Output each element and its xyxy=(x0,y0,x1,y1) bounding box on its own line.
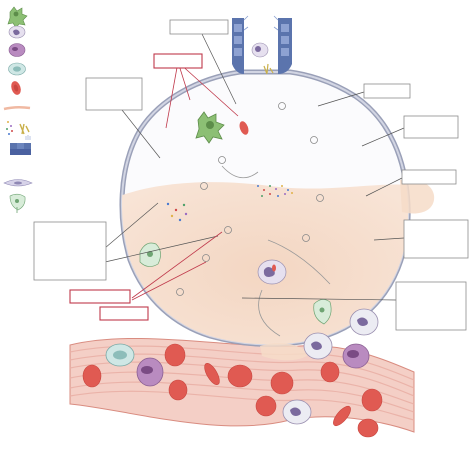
monocyte-icon xyxy=(8,62,26,76)
airway-epithelium xyxy=(232,15,292,74)
particle-cluster xyxy=(257,185,293,197)
label-box-bottom-red-1 xyxy=(69,289,131,304)
label-box-top-left-red xyxy=(153,53,203,69)
label-box-left-lower xyxy=(33,221,107,281)
vessel-neutrophil xyxy=(136,357,164,387)
alveolar-macrophage xyxy=(195,111,225,144)
fibrin-strand-icon xyxy=(3,105,31,111)
vessel-monocyte xyxy=(105,343,135,367)
neutrophil-icon xyxy=(8,43,26,57)
bacteria xyxy=(263,63,274,75)
phagocytosing-cell xyxy=(257,259,287,285)
alveolar-rbc xyxy=(239,121,249,135)
blood-vessel xyxy=(69,338,415,438)
type2-pneumocyte xyxy=(313,299,332,325)
green-macrophage-icon xyxy=(7,6,28,29)
vessel-rbcs xyxy=(82,343,383,438)
label-box-top-center xyxy=(169,19,229,35)
lymphocyte-icon xyxy=(8,25,26,39)
label-box-right-3 xyxy=(401,169,457,185)
leader-lines xyxy=(104,33,405,301)
epithelial-cells-icon xyxy=(10,135,31,155)
type2-cell-icon xyxy=(9,193,26,213)
label-box-right-1 xyxy=(363,83,411,99)
emigrating-leukocytes xyxy=(303,308,379,369)
label-box-right-5 xyxy=(395,281,467,331)
small-vesicles xyxy=(176,102,324,296)
vessel-lymphocyte xyxy=(282,399,312,425)
endothelial-cell-icon xyxy=(3,179,33,187)
particles-left xyxy=(166,202,188,222)
label-box-left-upper xyxy=(85,77,143,111)
fluid-monocyte xyxy=(139,242,161,267)
label-box-right-4 xyxy=(403,219,469,259)
red-blood-cell-icon xyxy=(11,81,21,95)
bacteria-icon xyxy=(19,123,30,135)
interstitial-edema xyxy=(400,179,435,214)
label-box-bottom-red-2 xyxy=(99,306,149,321)
label-boxes xyxy=(33,19,469,331)
alveolus xyxy=(119,15,435,369)
particles-icon xyxy=(6,121,13,135)
label-box-right-2 xyxy=(403,115,459,139)
legend xyxy=(3,6,33,213)
